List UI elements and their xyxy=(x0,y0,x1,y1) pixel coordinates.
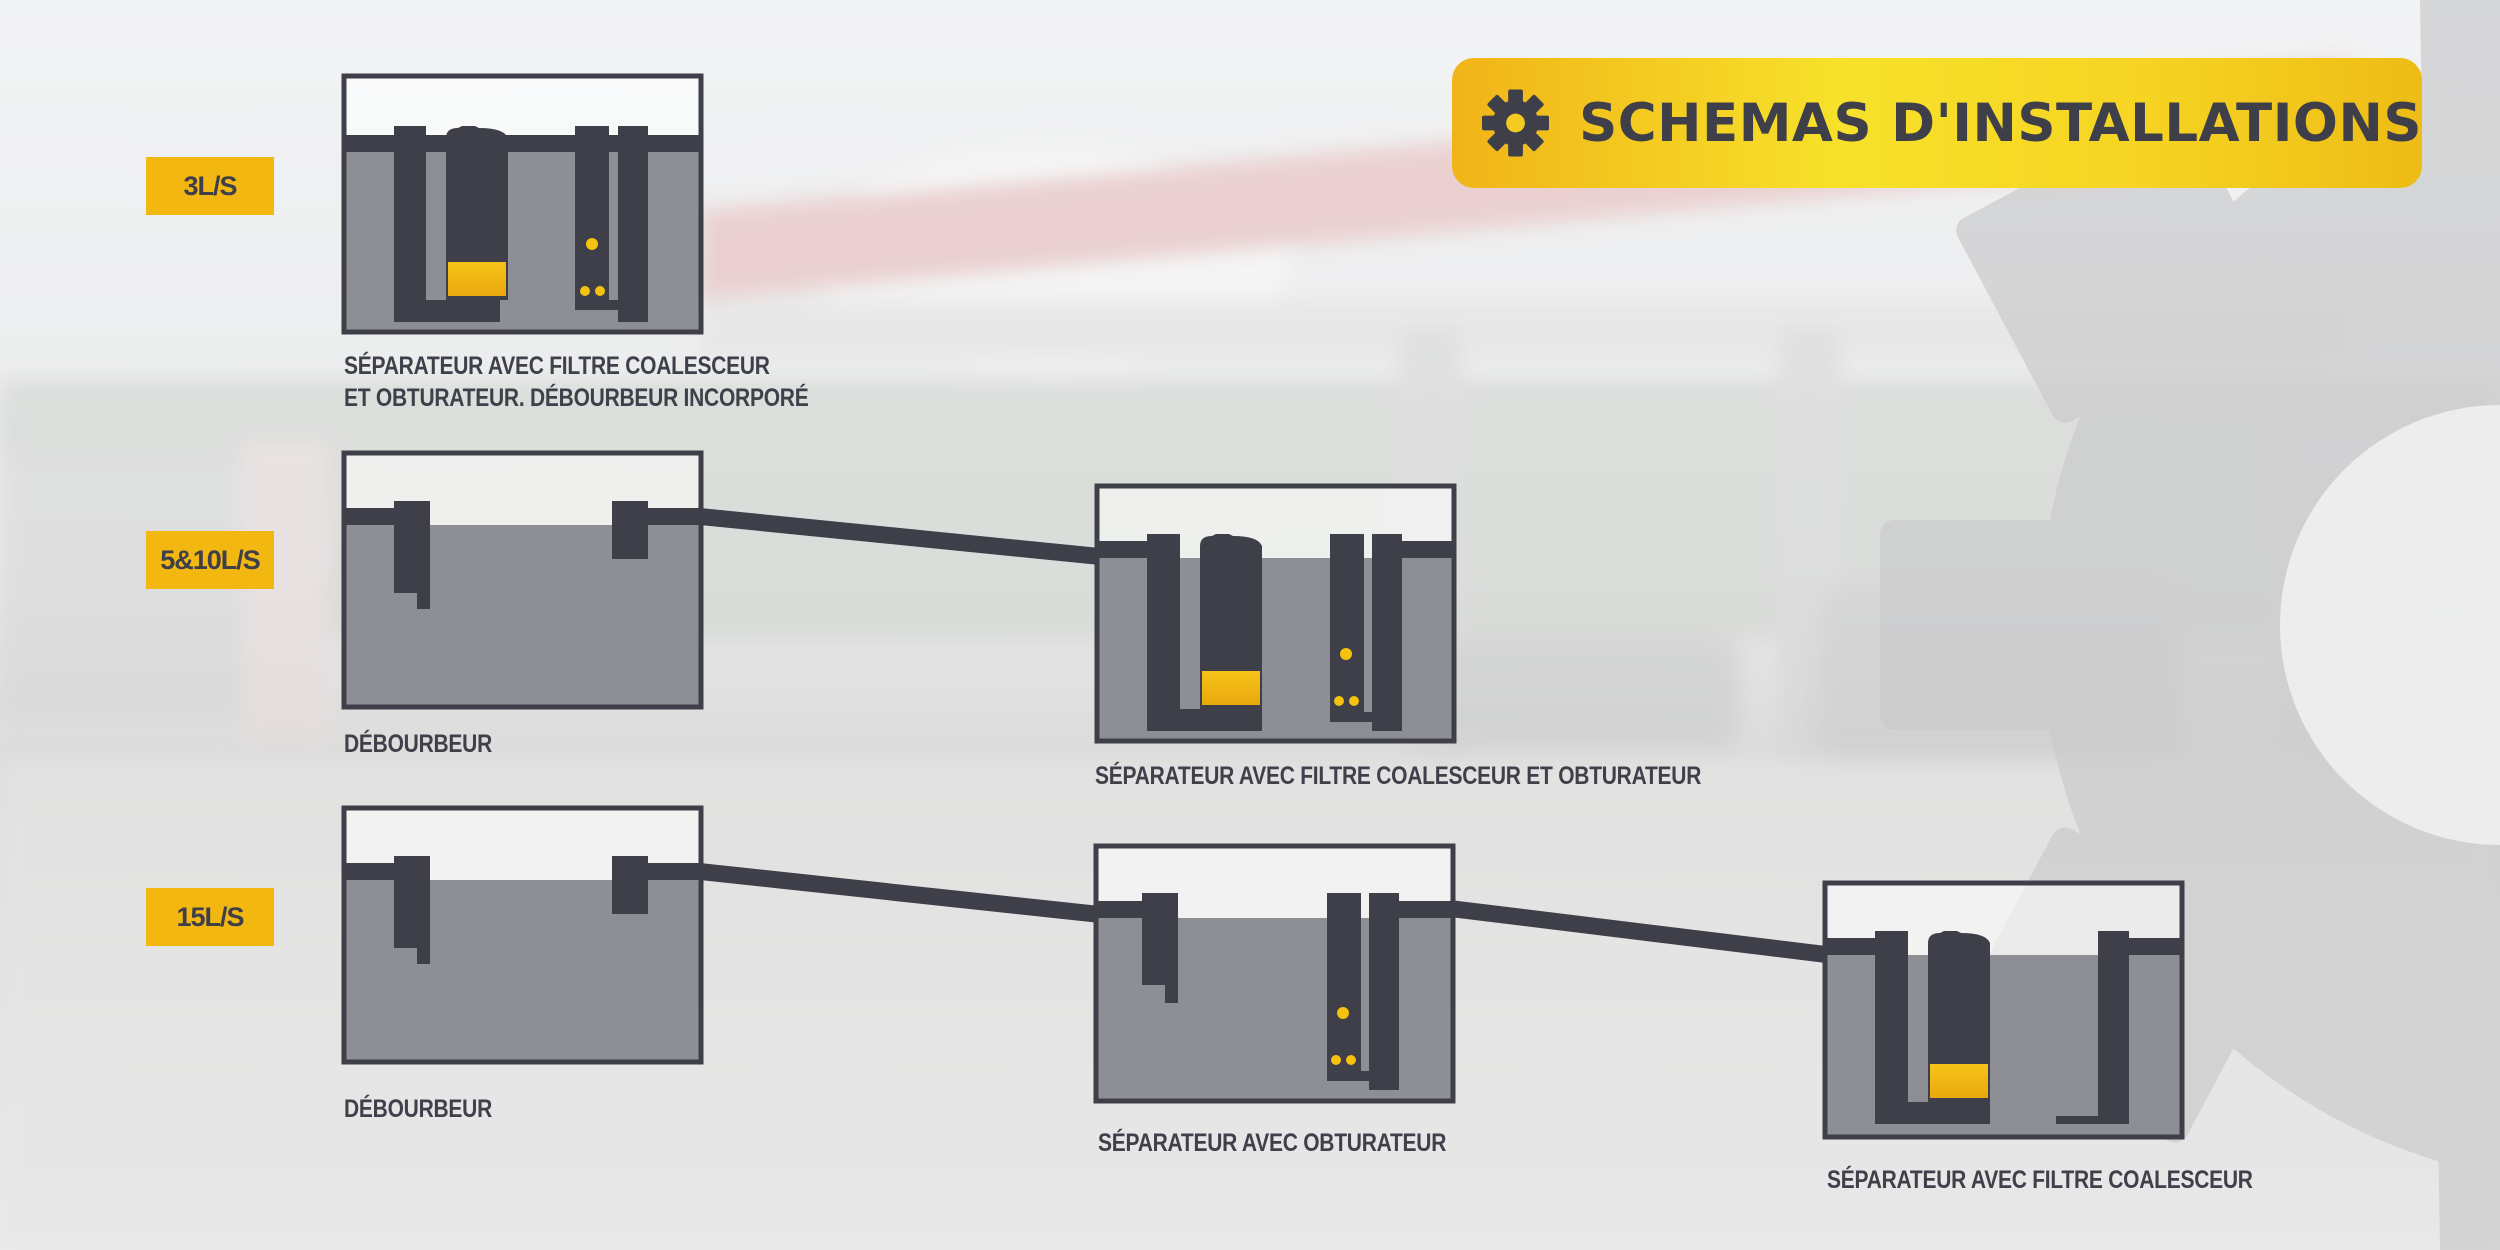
caption-row3-sludge-trap: DÉBOURBEUR xyxy=(344,1092,492,1126)
pipe-row3-a xyxy=(700,863,1100,923)
caption-row1-line2: ET OBTURATEUR. DÉBOURBEUR INCORPORÉ xyxy=(344,381,808,415)
tank-separator-coalescer-shutter-integrated xyxy=(344,76,701,332)
tank-separator-coalescer-row3 xyxy=(1825,883,2182,1137)
tank-separator-coalescer-shutter-row2 xyxy=(1097,486,1454,741)
pipe-row3-b xyxy=(1450,900,1826,963)
caption-row2-sludge-trap: DÉBOURBEUR xyxy=(344,727,492,761)
caption-row3-separator-coalescer: SÉPARATEUR AVEC FILTRE COALESCEUR xyxy=(1827,1163,2253,1197)
caption-row3-separator-shutter: SÉPARATEUR AVEC OBTURATEUR xyxy=(1098,1126,1446,1160)
caption-row2-separator: SÉPARATEUR AVEC FILTRE COALESCEUR ET OBT… xyxy=(1095,759,1701,793)
tank-separator-shutter-row3 xyxy=(1096,846,1453,1101)
tank-sludge-trap-row3 xyxy=(344,808,701,1062)
pipe-row2 xyxy=(700,508,1100,565)
caption-row1-line1: SÉPARATEUR AVEC FILTRE COALESCEUR xyxy=(344,349,770,383)
tank-sludge-trap-row2 xyxy=(344,453,701,707)
